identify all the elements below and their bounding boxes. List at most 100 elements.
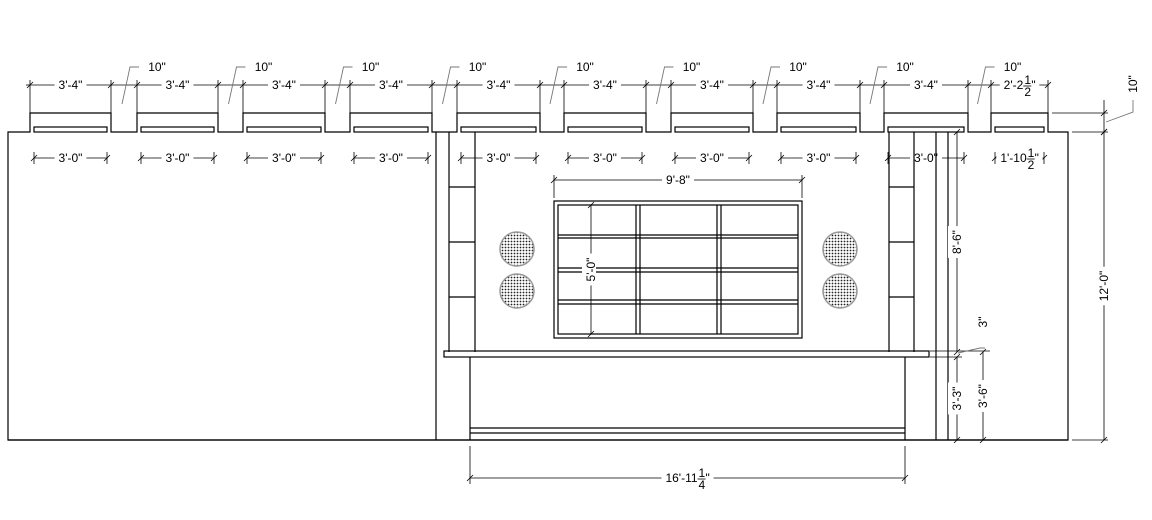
label-background (357, 58, 384, 72)
gap-dim-leader (228, 66, 246, 105)
label-background (910, 149, 942, 163)
speaker-grille-icon (822, 273, 858, 309)
panel-width-dim: 3'-4" (696, 76, 728, 92)
gap-dim: 10" (785, 58, 811, 74)
soffit-light-strip (567, 126, 643, 133)
dimension-text: 10" (1126, 75, 1140, 93)
label-background (54, 149, 87, 163)
dimension-text: 3'-3" (950, 387, 964, 411)
label-background (999, 58, 1026, 72)
label-background (996, 149, 1043, 163)
inch-mark: " (1031, 78, 1035, 92)
label-background (802, 76, 835, 90)
dimension-tick (457, 154, 465, 162)
label-background (785, 58, 811, 72)
dimension-text: 5'-0" (584, 258, 598, 282)
gap-dim: 10" (357, 58, 384, 74)
dimension-tick (564, 154, 572, 162)
firebox-height-dim: 3'-3" (948, 382, 964, 415)
gap-dim: 10" (892, 58, 918, 74)
speaker-grille-icon (499, 231, 535, 267)
strip-width-dim: 3'-0" (910, 149, 942, 165)
label-background (54, 76, 87, 90)
soffit-light-strip (246, 126, 322, 133)
shelf-thickness-leader (957, 347, 985, 354)
dimension-tick (103, 154, 111, 162)
gap-dim: 10" (144, 58, 170, 74)
strip-width-dim: 3'-0" (54, 149, 87, 165)
dimension-text: 10" (576, 60, 594, 74)
strip-width-dim: 3'-0" (161, 149, 194, 165)
label-background (696, 149, 728, 163)
panel-width-dim: 3'-4" (802, 76, 835, 92)
dimension-text: 10" (148, 60, 166, 74)
dimension-tick (239, 81, 247, 89)
dimension-tick (979, 348, 987, 356)
dimension-text: 1'-10 (1000, 151, 1027, 165)
dimension-tick (953, 436, 961, 444)
dimension-text: 10" (362, 60, 380, 74)
soffit-light-strip (780, 126, 857, 133)
dimension-text: 3'-4" (379, 78, 403, 92)
wall-outline (7, 112, 1069, 441)
label-background (268, 76, 300, 90)
panel-width-dim: 3'-4" (375, 76, 407, 92)
dimension-text: 12'-0" (1097, 271, 1111, 302)
dimension-text: 3'-4" (166, 78, 190, 92)
gap-dim: 10" (678, 58, 705, 74)
dimension-text: 3'-4" (59, 78, 83, 92)
dimension-tick (901, 474, 909, 482)
dimension-tick (317, 154, 325, 162)
dimension-tick (1100, 436, 1108, 444)
label-background (696, 76, 728, 90)
fraction-numerator: 1 (1028, 146, 1035, 160)
soffit-light-strip (994, 126, 1045, 133)
gap-dim: 10" (999, 58, 1026, 74)
dimension-text: 3'-4" (487, 78, 511, 92)
dimension-tick (550, 176, 558, 184)
label-background (678, 58, 705, 72)
label-background (948, 382, 962, 415)
speaker-grille-icon (822, 231, 858, 267)
dimension-tick (953, 348, 961, 356)
strip-width-dim: 3'-0" (589, 149, 621, 165)
dimension-text: 10" (789, 60, 807, 74)
gap-dim-leader (121, 66, 139, 105)
dimension-tick (243, 154, 251, 162)
dimension-tick (667, 81, 675, 89)
gap-dim: 10" (464, 58, 491, 74)
dimension-tick (30, 154, 38, 162)
dimension-tick (453, 81, 461, 89)
shelf-thickness-dim: 3" (974, 312, 990, 332)
dimension-text: 3'-0" (59, 151, 83, 165)
strip-width-dim: 3'-0" (268, 149, 300, 165)
bump-height-leader (1105, 100, 1134, 123)
dimension-tick (560, 81, 568, 89)
dimension-tick (852, 154, 860, 162)
gap-dim-leader (762, 66, 780, 105)
label-background (144, 58, 170, 72)
panel-width-dim: 3'-4" (910, 76, 942, 92)
dimension-tick (953, 128, 961, 136)
dimension-text: 3'-6" (976, 384, 990, 408)
dimension-tick (1044, 81, 1052, 89)
dimension-tick (773, 81, 781, 89)
strip-width-dim: 3'-0" (482, 149, 515, 165)
dimension-text: 10" (683, 60, 701, 74)
dimension-text: 9'-8" (666, 173, 690, 187)
dimension-text: 3'-4" (807, 78, 831, 92)
label-background (892, 58, 918, 72)
dimension-text: 3'-0" (379, 151, 403, 165)
strip-width-dim: 3'-0" (696, 149, 728, 165)
bump-height-dim: 10" (1124, 71, 1140, 97)
dimension-tick (210, 154, 218, 162)
strip-width-dim: 3'-0" (375, 149, 407, 165)
fraction-denominator: 2 (1024, 85, 1031, 99)
soffit-light-strip (887, 126, 965, 133)
mantel-shelf (443, 350, 930, 358)
dimension-text: 3'-0" (807, 151, 831, 165)
dimension-tick (884, 154, 892, 162)
label-background (375, 149, 407, 163)
